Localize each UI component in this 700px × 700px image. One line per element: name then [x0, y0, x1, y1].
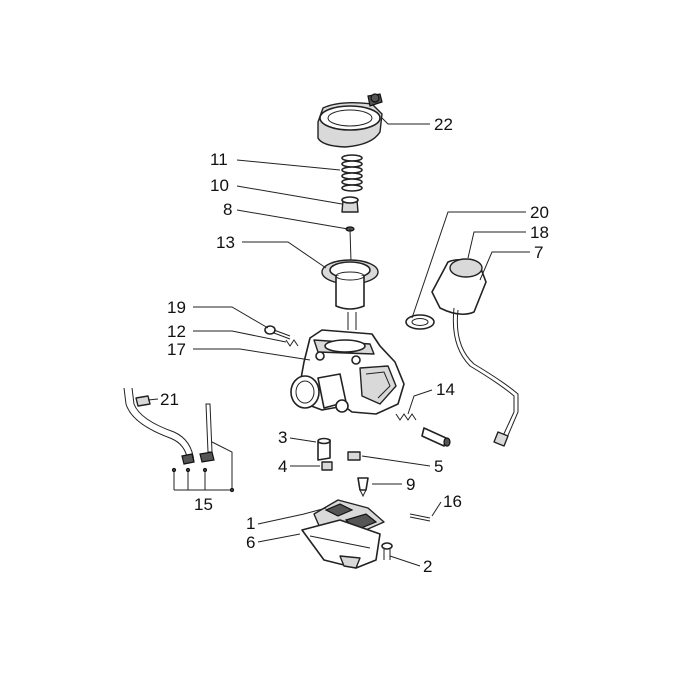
callout-12: 12: [167, 322, 186, 341]
float-pin-16-part: [409, 513, 431, 522]
pilot-screw-14-part: [395, 413, 451, 447]
choke-cable-7-part: [452, 307, 519, 447]
callout-21: 21: [160, 390, 179, 409]
leader-5: [361, 455, 431, 467]
bowl-screw-2-part: [381, 542, 393, 560]
jet-needle-part: [345, 226, 355, 263]
callout-17: 17: [167, 340, 186, 359]
leader-2: [389, 555, 421, 567]
diaphragm-slide-part: [321, 259, 379, 310]
callout-19: 19: [167, 298, 186, 317]
callout-7: 7: [534, 243, 543, 262]
choke-housing-18-part: [431, 258, 487, 316]
hose-21-part: [123, 387, 215, 465]
top-cover-part: [317, 93, 383, 148]
callout-5: 5: [434, 457, 443, 476]
leader-6: [257, 533, 301, 543]
leader-16: [431, 501, 442, 517]
callout-14: 14: [436, 380, 455, 399]
leader-11: [236, 159, 341, 171]
spring-12-part: [285, 339, 299, 347]
leader-19: [193, 306, 269, 329]
leader-10: [236, 185, 343, 205]
callout-labels: 22 11 10 8 13 20 18 7 19 12 17 14 21 3 4…: [160, 115, 549, 576]
leader-22: [381, 117, 430, 125]
leader-17: [193, 348, 311, 361]
callout-18: 18: [530, 223, 549, 242]
leader-21: [147, 398, 159, 401]
leader-18: [467, 231, 526, 259]
float-needle-9-part: [357, 477, 369, 498]
callout-8: 8: [223, 200, 232, 219]
callout-2: 2: [423, 557, 432, 576]
callout-15: 15: [194, 495, 213, 514]
leader-14: [407, 389, 433, 415]
callout-13: 13: [216, 233, 235, 252]
jet-4-part: [321, 461, 333, 471]
callout-10: 10: [210, 176, 229, 195]
leader-lines: [147, 117, 530, 567]
gasket-20-part: [405, 314, 435, 330]
leader-15: [173, 441, 233, 491]
callout-1: 1: [246, 514, 255, 533]
callout-6: 6: [246, 533, 255, 552]
valve-seat-5-part: [347, 451, 361, 461]
callout-16: 16: [443, 492, 462, 511]
leader-8: [236, 209, 349, 230]
leader-12: [193, 330, 287, 343]
callout-11: 11: [210, 150, 228, 169]
jet-3-part: [317, 437, 331, 461]
leader-3: [289, 437, 317, 443]
screw-19-part: [264, 325, 291, 340]
callout-20: 20: [530, 203, 549, 222]
callout-22: 22: [434, 115, 453, 134]
float-bowl-6-part: [301, 519, 381, 569]
throttle-spring-part: [341, 154, 363, 192]
callout-4: 4: [278, 457, 287, 476]
leader-20: [411, 211, 526, 319]
carburetor-body-part: [290, 312, 405, 415]
needle-retainer-part: [341, 196, 359, 213]
leader-13: [242, 241, 327, 269]
leader-7: [479, 251, 530, 281]
leader-1: [257, 507, 327, 525]
callout-3: 3: [278, 428, 287, 447]
callout-9: 9: [406, 475, 415, 494]
